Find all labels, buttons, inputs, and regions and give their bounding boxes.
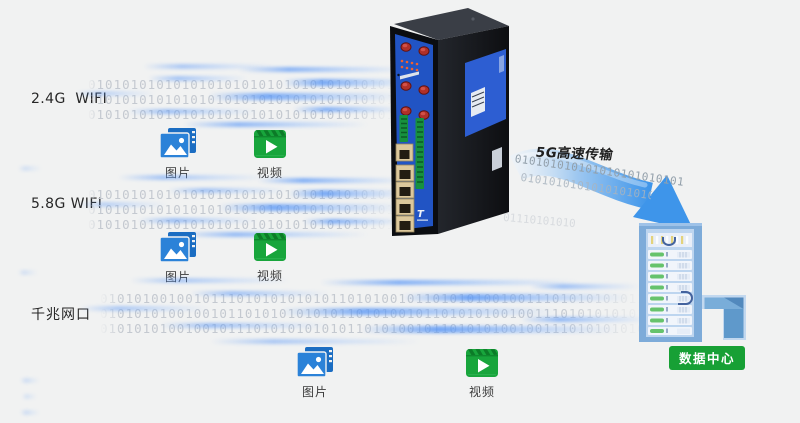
video-media-item: 视频 bbox=[459, 346, 505, 400]
image-icon bbox=[159, 231, 197, 263]
desk bbox=[702, 295, 746, 340]
stream-streak bbox=[530, 284, 640, 289]
image-icon bbox=[296, 346, 334, 378]
video-icon bbox=[254, 130, 286, 158]
image-media-item: 图片 bbox=[292, 346, 338, 400]
binary-line: 0101010010010111010101010101101010010110… bbox=[100, 291, 648, 306]
led-indicators bbox=[400, 59, 419, 72]
channel-label-gigabit-port: 千兆网口 bbox=[31, 307, 91, 323]
stream-streak bbox=[20, 378, 40, 383]
video-icon bbox=[466, 349, 498, 377]
5g-transmission-arrow: 5G高速传输 0101010101010101010101010101 0101… bbox=[500, 112, 715, 250]
media-label: 图片 bbox=[164, 270, 191, 284]
svg-text:T: T bbox=[417, 209, 425, 220]
stream-streak bbox=[238, 67, 408, 72]
stream-streak bbox=[320, 280, 580, 285]
media-label: 视频 bbox=[256, 269, 283, 283]
channel-label-5-8g-wifi: 5.8G WIFI bbox=[31, 196, 103, 212]
terminal-blocks bbox=[399, 115, 424, 189]
data-center-illustration bbox=[639, 223, 746, 342]
stream-streak bbox=[18, 270, 38, 275]
binary-line: 0101010100100101110101010101011010100101… bbox=[100, 321, 648, 336]
router-device: T bbox=[390, 8, 509, 236]
image-icon bbox=[159, 127, 197, 159]
stream-streak bbox=[22, 394, 37, 399]
media-label: 图片 bbox=[301, 385, 328, 399]
router-logo: T bbox=[417, 209, 428, 221]
image-media-item: 图片 bbox=[155, 231, 201, 285]
video-media-item: 视频 bbox=[247, 230, 293, 284]
stream-streak bbox=[210, 339, 420, 344]
channel-label-2-4g-wifi: 2.4G WIFI bbox=[31, 91, 108, 107]
video-icon bbox=[254, 233, 286, 261]
stream-streak bbox=[18, 166, 42, 171]
ethernet-ports bbox=[395, 143, 415, 233]
data-center-badge: 数据中心 bbox=[669, 346, 746, 370]
router-side-label bbox=[465, 49, 506, 137]
stream-streak bbox=[20, 410, 40, 415]
binary-stream-gigabit: 0101010010010111010101010101101010010110… bbox=[80, 278, 650, 344]
arrow-swoosh-icon bbox=[509, 148, 694, 231]
media-label: 视频 bbox=[256, 166, 283, 180]
server-row bbox=[648, 250, 692, 335]
video-media-item: 视频 bbox=[247, 127, 293, 181]
media-label: 图片 bbox=[164, 166, 191, 180]
antenna-connectors bbox=[400, 42, 430, 120]
binary-line: 0101010100100101101010101010110101001011… bbox=[100, 306, 648, 321]
stream-streak bbox=[143, 64, 273, 69]
image-media-item: 图片 bbox=[155, 127, 201, 181]
server-rack bbox=[639, 223, 702, 342]
media-label: 视频 bbox=[468, 385, 495, 399]
